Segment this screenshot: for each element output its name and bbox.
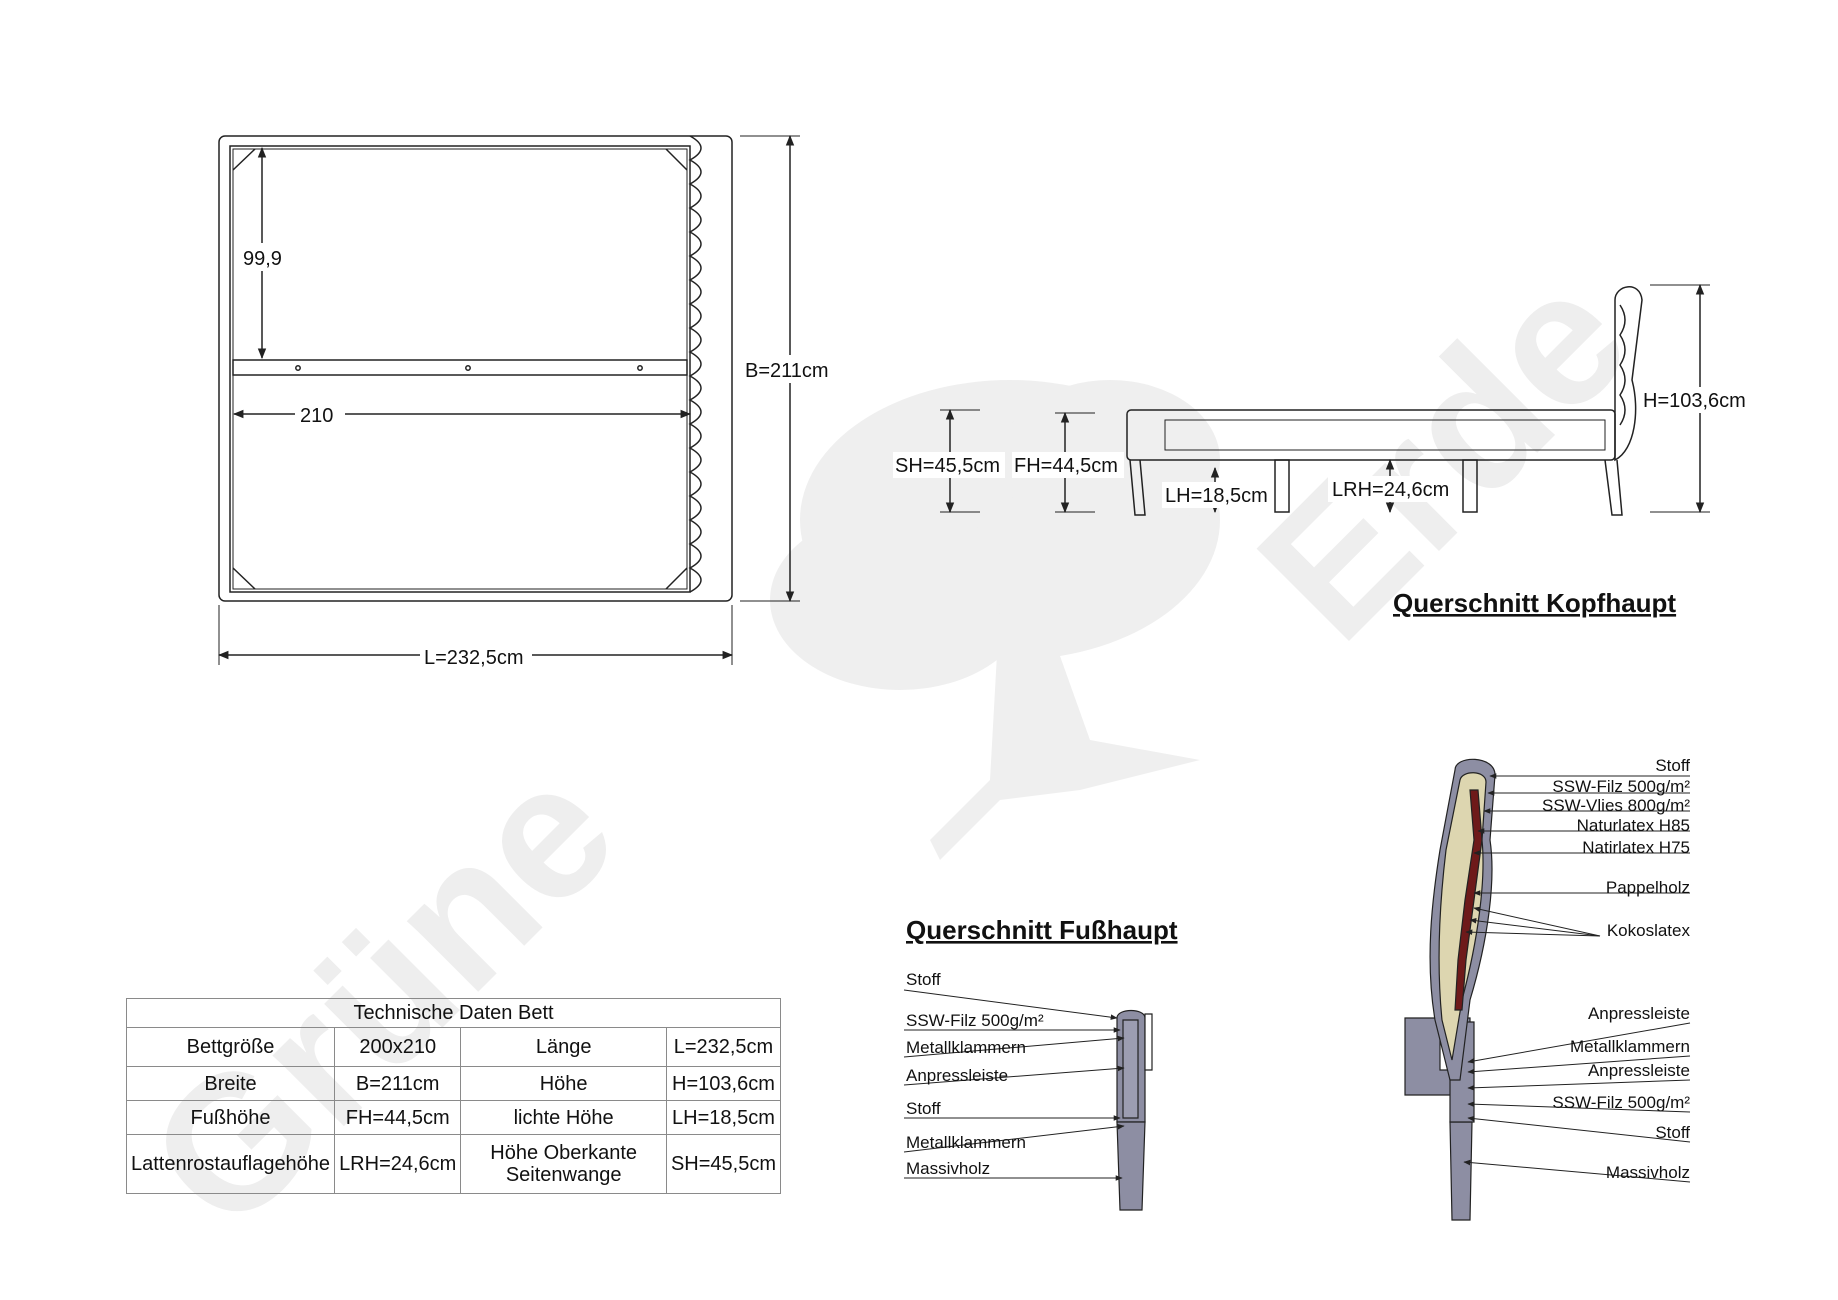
headboard-label: Kokoslatex — [1607, 921, 1691, 940]
center-leg-2 — [1462, 459, 1478, 513]
headboard-leg — [1449, 1121, 1473, 1221]
slat-outline — [232, 148, 688, 590]
headboard-section-title: Querschnitt Kopfhaupt — [1393, 588, 1676, 618]
frame-inner — [229, 145, 691, 593]
footboard-label: SSW-Filz 500g/m² — [906, 1011, 1044, 1030]
table-row: Lattenrostauflagehöhe LRH=24,6cm Höhe Ob… — [125, 1134, 782, 1194]
footboard-label: Metallklammern — [906, 1038, 1026, 1057]
headboard-latex-core — [1454, 789, 1483, 1011]
headboard-wave — [688, 135, 702, 593]
width-label: B=211cm — [745, 360, 829, 382]
footboard-label: Stoff — [906, 970, 941, 989]
screw-hole — [637, 365, 643, 371]
sh-label: SH=45,5cm — [895, 455, 1000, 477]
table-cell: 200x210 — [334, 1027, 462, 1067]
table-row: Breite B=211cm Höhe H=103,6cm — [125, 1066, 782, 1101]
headboard-label: SSW-Vlies 800g/m² — [1542, 796, 1690, 815]
footboard-rail-edge — [1144, 1013, 1153, 1071]
table-cell: H=103,6cm — [665, 1066, 782, 1101]
center-beam — [232, 359, 688, 376]
footboard-label: Anpressleiste — [906, 1066, 1008, 1085]
table-cell: Lattenrostauflagehöhe — [125, 1134, 336, 1194]
inner-width-label: 99,9 — [243, 248, 282, 270]
headboard-label: Stoff — [1655, 756, 1690, 775]
table-cell: FH=44,5cm — [334, 1100, 462, 1135]
table-cell: Höhe — [460, 1066, 667, 1101]
table-row: Bettgröße 200x210 Länge L=232,5cm — [125, 1027, 782, 1067]
frame-outer — [218, 135, 733, 602]
headboard-label: Stoff — [1655, 1123, 1690, 1142]
lh-label: LH=18,5cm — [1165, 485, 1268, 507]
table-cell: Breite — [125, 1066, 336, 1101]
center-leg-1 — [1274, 459, 1290, 513]
spec-table-title: Technische Daten Bett — [126, 998, 781, 1028]
table-row: Fußhöhe FH=44,5cm lichte Höhe LH=18,5cm — [125, 1100, 782, 1135]
headboard-wave — [1619, 304, 1626, 426]
table-cell: Länge — [460, 1027, 667, 1067]
length-label: L=232,5cm — [424, 647, 524, 669]
headboard-label: Anpressleiste — [1588, 1004, 1690, 1023]
footboard-label: Massivholz — [906, 1159, 990, 1178]
headboard-label: SSW-Filz 500g/m² — [1552, 1093, 1690, 1112]
lrh-label: LRH=24,6cm — [1332, 479, 1449, 501]
table-cell: Höhe Oberkante Seitenwange — [460, 1134, 667, 1194]
spec-table: Technische Daten Bett Bettgröße 200x210 … — [125, 998, 782, 1194]
table-cell: SH=45,5cm — [665, 1134, 782, 1194]
footboard-section-title: Querschnitt Fußhaupt — [906, 915, 1178, 945]
table-cell: lichte Höhe — [460, 1100, 667, 1135]
table-cell: Bettgröße — [125, 1027, 336, 1067]
slat-frame — [1164, 419, 1606, 451]
footboard-labels: Stoff SSW-Filz 500g/m² Metallklammern An… — [906, 970, 1044, 1178]
h-label: H=103,6cm — [1643, 390, 1746, 412]
headboard-label: Naturlatex H85 — [1577, 816, 1690, 835]
table-cell: B=211cm — [334, 1066, 462, 1101]
headboard-profile — [1614, 286, 1643, 462]
headboard-cross-section — [1404, 758, 1496, 1221]
headboard-leader-lines — [1463, 773, 1691, 1183]
headboard-label: SSW-Filz 500g/m² — [1552, 777, 1690, 796]
head-leg — [1604, 459, 1623, 516]
headboard-labels: Stoff SSW-Filz 500g/m² SSW-Vlies 800g/m²… — [1542, 756, 1691, 1182]
screw-hole — [295, 365, 301, 371]
table-cell: Fußhöhe — [125, 1100, 336, 1135]
screw-hole — [465, 365, 471, 371]
headboard-label: Anpressleiste — [1588, 1061, 1690, 1080]
inner-length-label: 210 — [300, 405, 333, 427]
footboard-label: Metallklammern — [906, 1133, 1026, 1152]
foot-leg — [1129, 459, 1146, 516]
footboard-leg — [1116, 1121, 1146, 1211]
table-cell: LRH=24,6cm — [334, 1134, 462, 1194]
footboard-cross-section — [1116, 1009, 1153, 1211]
headboard-label: Natirlatex H75 — [1582, 838, 1690, 857]
footboard-label: Stoff — [906, 1099, 941, 1118]
table-cell: LH=18,5cm — [665, 1100, 782, 1135]
footboard-leader-lines — [903, 989, 1125, 1181]
table-cell: L=232,5cm — [665, 1027, 782, 1067]
footboard-core — [1122, 1019, 1139, 1119]
headboard-label: Pappelholz — [1606, 878, 1690, 897]
corner-braces — [232, 148, 688, 590]
headboard-label: Metallklammern — [1570, 1037, 1690, 1056]
fh-label: FH=44,5cm — [1014, 455, 1118, 477]
headboard-label: Massivholz — [1606, 1163, 1690, 1182]
